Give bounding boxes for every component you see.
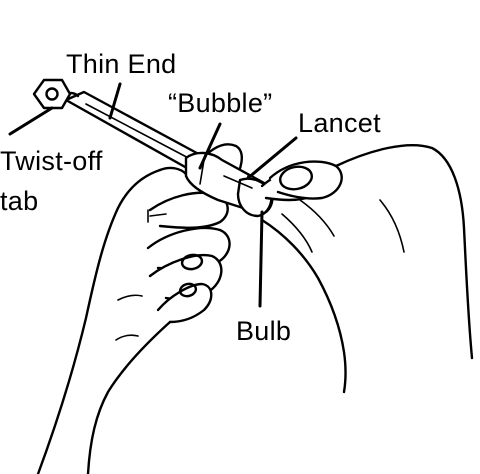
leader-twist-off — [8, 106, 54, 136]
leader-thin-end — [108, 82, 122, 120]
label-lancet: Lancet — [298, 108, 381, 138]
right-hand-illustration — [260, 144, 474, 394]
twist-off-tab-illustration — [32, 78, 72, 110]
label-bulb: Bulb — [236, 316, 291, 346]
label-twist-off-line2: tab — [0, 186, 38, 216]
leader-bulb — [258, 210, 264, 308]
label-twist-off-line1: Twist-off — [0, 146, 103, 176]
label-thin-end: Thin End — [66, 49, 176, 79]
left-hand-illustration — [36, 143, 243, 474]
leader-lancet — [246, 136, 298, 180]
leader-lines — [8, 82, 298, 308]
label-bubble: “Bubble” — [168, 88, 272, 118]
leader-bubble — [198, 122, 222, 170]
